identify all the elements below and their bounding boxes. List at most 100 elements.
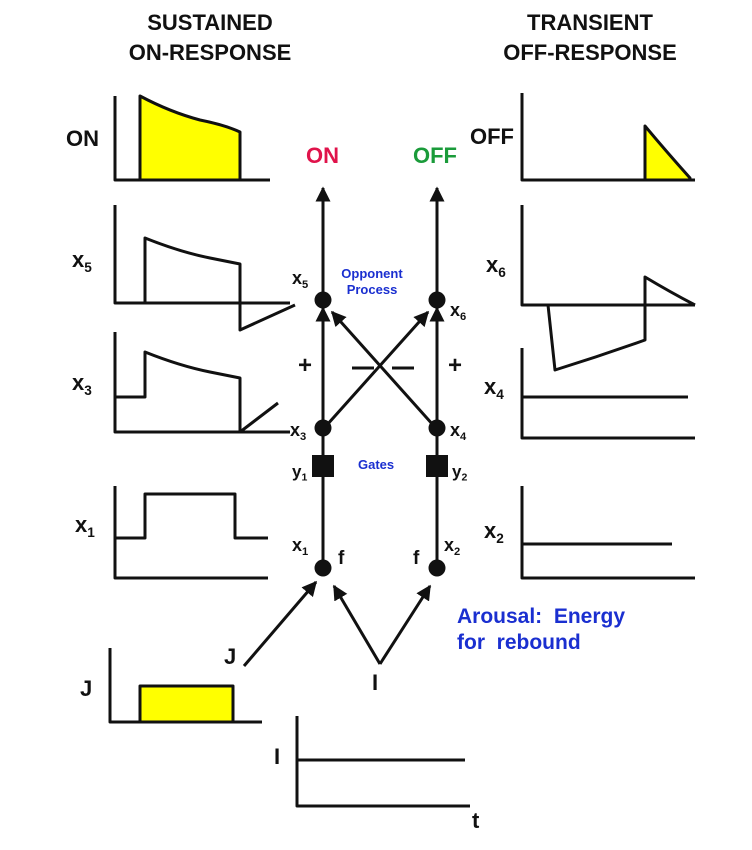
minus-left: − <box>354 360 355 361</box>
node-label-x6-sub: 6 <box>460 310 467 323</box>
plus-left: + <box>298 352 313 379</box>
gate-y2 <box>426 455 448 477</box>
plot-on-fill <box>138 94 242 182</box>
label-x6-sub: 6 <box>498 264 506 280</box>
arrow-x3-x6 <box>324 310 430 428</box>
label-x5-sub: 5 <box>84 259 92 275</box>
node-label-x5: x5 <box>292 268 308 291</box>
label-x1-sub: 1 <box>87 524 95 540</box>
label-x5-base: x <box>72 247 85 272</box>
label-x6-base: x <box>486 252 499 277</box>
right-title-line2: OFF-RESPONSE <box>503 40 677 65</box>
node-label-x5-base: x <box>292 268 303 288</box>
node-label-x3-base: x <box>290 420 301 440</box>
node-label-x6-base: x <box>450 300 461 320</box>
plot-off-axes <box>520 93 695 182</box>
plot-x2-axes <box>520 486 695 580</box>
node-label-x1-sub: 1 <box>302 545 309 558</box>
label-x3-sub: 3 <box>84 382 92 398</box>
label-x2-sub: 2 <box>496 530 504 546</box>
plot-x3 <box>113 332 290 434</box>
node-label-x4-base: x <box>450 420 461 440</box>
node-x1 <box>314 559 332 577</box>
plot-off <box>520 93 695 182</box>
plot-x1-axes <box>113 486 268 580</box>
arrow-i-right <box>378 584 432 665</box>
label-x4-sub: 4 <box>496 386 504 402</box>
label-x2: x2 <box>484 518 504 546</box>
label-x3-base: x <box>72 370 85 395</box>
circuit-off-label: OFF <box>413 143 457 168</box>
gates-label: Gates <box>358 457 395 472</box>
label-x6: x6 <box>486 252 506 280</box>
label-x1-base: x <box>75 512 88 537</box>
right-title-line1: TRANSIENT <box>527 10 653 35</box>
right-title: TRANSIENT OFF-RESPONSE <box>480 8 700 68</box>
node-label-x5-sub: 5 <box>302 278 309 291</box>
plot-j-pulse <box>138 684 235 724</box>
label-x2-base: x <box>484 518 497 543</box>
plot-x5 <box>113 205 296 332</box>
label-x4-base: x <box>484 374 497 399</box>
node-label-x2-sub: 2 <box>454 545 461 558</box>
node-label-x3-sub: 3 <box>300 430 307 443</box>
plus-right: + <box>448 352 463 379</box>
circuit-on-label: ON <box>306 143 339 168</box>
opponent-process-label: Opponent Process <box>333 266 411 298</box>
node-label-x3: x3 <box>290 420 306 443</box>
node-label-y1: y1 <box>292 462 307 484</box>
plot-x4 <box>520 348 695 440</box>
plot-j <box>108 648 262 724</box>
node-label-y1-base: y <box>292 462 302 481</box>
arrow-i-left <box>332 584 382 665</box>
plot-x3-trace <box>115 350 279 434</box>
plot-off-fill <box>643 124 692 182</box>
arrow-j-input <box>242 580 318 667</box>
opponent-line2: Process <box>346 282 398 297</box>
f-label-left: f <box>338 548 345 569</box>
arousal-annotation: Arousal: Energy for rebound <box>457 604 625 656</box>
plot-x3-axes <box>113 332 290 434</box>
plot-x5-axes <box>113 205 290 305</box>
node-label-y2-sub: 2 <box>461 471 468 484</box>
node-label-x1: x1 <box>292 535 308 558</box>
label-i: I <box>274 744 281 769</box>
node-x4 <box>428 419 446 437</box>
plot-i <box>295 716 470 808</box>
plot-x6-axes <box>520 205 695 307</box>
label-x3: x3 <box>72 370 92 398</box>
node-label-y1-sub: 1 <box>301 471 308 484</box>
node-x6 <box>428 291 446 309</box>
node-label-x1-base: x <box>292 535 303 555</box>
node-label-y2: y2 <box>452 462 467 484</box>
plot-x5-trace <box>143 236 296 332</box>
plot-x1-trace <box>115 492 268 540</box>
label-x5: x5 <box>72 247 92 275</box>
input-i-label: I <box>372 670 379 695</box>
node-x5 <box>314 291 332 309</box>
input-j-label: J <box>224 644 237 669</box>
plot-x6-trace <box>546 275 696 372</box>
minus-right: − <box>394 360 395 361</box>
plot-on <box>113 94 270 182</box>
left-title-line1: SUSTAINED <box>147 10 273 35</box>
label-off: OFF <box>470 124 514 149</box>
arrow-x4-x5 <box>330 310 436 428</box>
opponent-line1: Opponent <box>341 266 403 281</box>
node-label-y2-base: y <box>452 462 462 481</box>
plot-x2 <box>520 486 695 580</box>
node-label-x2: x2 <box>444 535 460 558</box>
arousal-line1: Arousal: Energy <box>457 605 626 628</box>
label-t: t <box>472 808 480 833</box>
node-label-x6: x6 <box>450 300 466 323</box>
left-title-line2: ON-RESPONSE <box>128 40 292 65</box>
node-label-x4-sub: 4 <box>460 430 467 443</box>
left-title: SUSTAINED ON-RESPONSE <box>105 8 315 68</box>
plot-x1 <box>113 486 268 580</box>
node-label-x2-base: x <box>444 535 455 555</box>
arousal-line2: for rebound <box>457 631 581 654</box>
node-label-x4: x4 <box>450 420 466 443</box>
gate-y1 <box>312 455 334 477</box>
